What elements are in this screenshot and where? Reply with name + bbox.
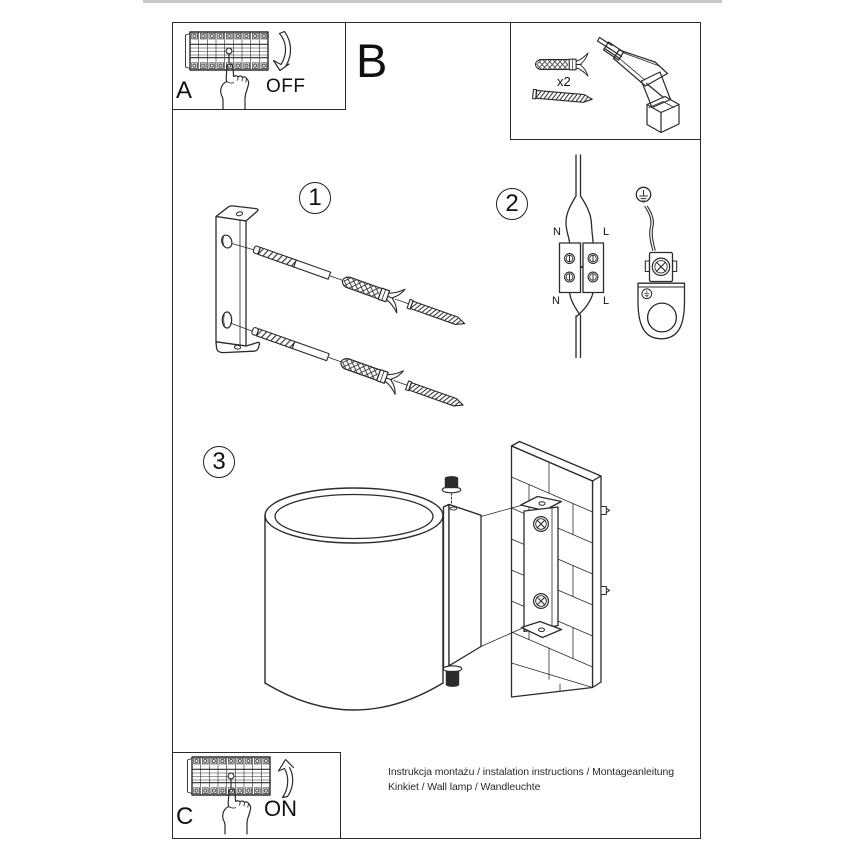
wire-neutral-bottom-label: N <box>552 295 560 307</box>
panel-a-label: A <box>176 77 193 104</box>
step-1-badge: 1 <box>299 182 331 214</box>
footer-instructions-line: Instrukcja montażu / instalation instruc… <box>388 766 675 778</box>
section-b-label: B <box>356 34 388 87</box>
scan-artifact-line <box>143 0 722 3</box>
panel-c-label: C <box>176 803 194 830</box>
wire-neutral-top-label: N <box>553 226 561 238</box>
step-1-number: 1 <box>308 184 322 211</box>
step-3-number: 3 <box>212 448 226 475</box>
tools-box <box>510 22 701 140</box>
power-off-box <box>172 22 346 110</box>
wire-live-bottom-label: L <box>602 295 610 307</box>
step-3-badge: 3 <box>203 446 235 478</box>
step-2-number: 2 <box>505 190 519 217</box>
footer-product-line: Kinkiet / Wall lamp / Wandleuchte <box>388 781 541 793</box>
on-label: ON <box>264 796 297 821</box>
power-on-box <box>172 752 341 839</box>
step-2-badge: 2 <box>496 188 528 220</box>
wire-live-top-label: L <box>602 226 610 238</box>
off-label: OFF <box>266 76 306 97</box>
main-frame <box>172 22 701 839</box>
quantity-label: x2 <box>557 74 571 89</box>
